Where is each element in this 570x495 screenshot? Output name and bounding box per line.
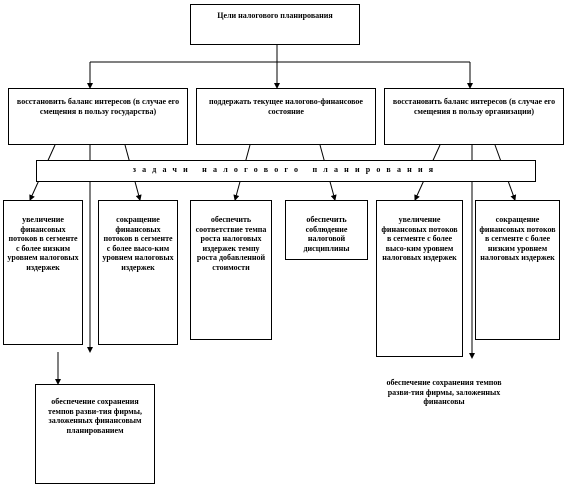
task-text-6: сокращение финансовых потоков в сегменте… xyxy=(479,215,556,263)
goal-right-text: восстановить баланс интересов (в случае … xyxy=(392,97,556,116)
task-text-5: увеличение финансовых потоков в сегменте… xyxy=(381,215,458,263)
tasks-label-bar: задачи налогового планирования xyxy=(36,160,536,182)
bottom-left-text: обеспечение сохранения темпов разви-тия … xyxy=(48,397,142,435)
task-box-6: сокращение финансовых потоков в сегменте… xyxy=(475,200,560,340)
bottom-right-text: обеспечение сохранения темпов разви-тия … xyxy=(386,378,502,407)
goal-left-box: восстановить баланс интересов (в случае … xyxy=(8,88,188,145)
task-text-2: сокращение финансовых потоков в сегменте… xyxy=(102,215,174,272)
task-box-5: увеличение финансовых потоков в сегменте… xyxy=(376,200,463,357)
task-text-4: обеспечить соблюдение налоговой дисципли… xyxy=(303,215,350,253)
root-goal-text: Цели налогового планирования xyxy=(217,11,333,20)
goal-center-text: поддержать текущее налогово-финансовое с… xyxy=(209,97,363,116)
task-text-1: увеличение финансовых потоков в сегменте… xyxy=(7,215,79,272)
bottom-left-box: обеспечение сохранения темпов разви-тия … xyxy=(35,384,155,484)
root-goal-box: Цели налогового планирования xyxy=(190,4,360,45)
task-box-1: увеличение финансовых потоков в сегменте… xyxy=(3,200,83,345)
goal-center-box: поддержать текущее налогово-финансовое с… xyxy=(196,88,376,145)
goal-left-text: восстановить баланс интересов (в случае … xyxy=(16,97,180,116)
bottom-right-text-block: обеспечение сохранения темпов разви-тия … xyxy=(380,378,508,428)
task-text-3: обеспечить соответствие темпа роста нало… xyxy=(195,215,267,272)
task-box-3: обеспечить соответствие темпа роста нало… xyxy=(190,200,272,340)
goal-right-box: восстановить баланс интересов (в случае … xyxy=(384,88,564,145)
tasks-label-text: задачи налогового планирования xyxy=(132,165,440,174)
task-box-2: сокращение финансовых потоков в сегменте… xyxy=(98,200,178,345)
task-box-4: обеспечить соблюдение налоговой дисципли… xyxy=(285,200,368,260)
